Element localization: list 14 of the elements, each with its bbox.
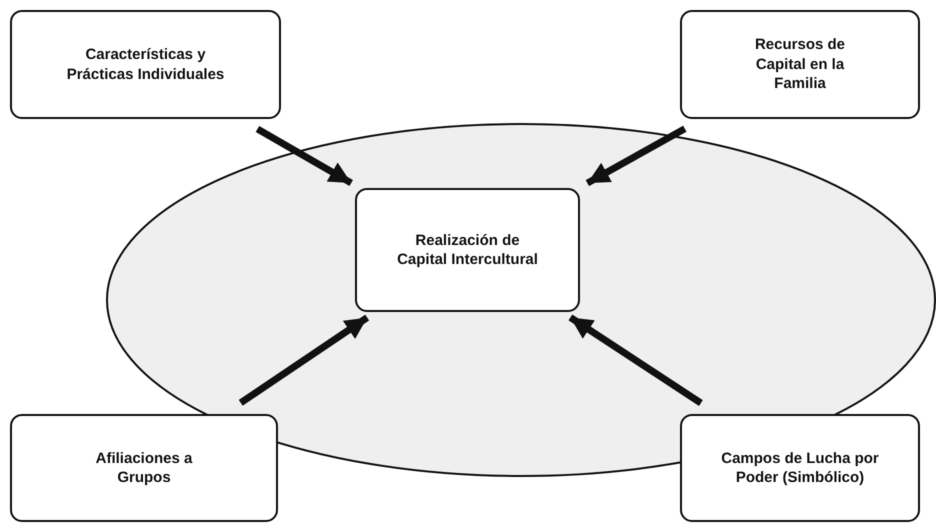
arrow: [586, 126, 687, 186]
arrow: [238, 314, 370, 406]
box-label: Características y Prácticas Individuales: [66, 45, 226, 84]
arrow: [256, 126, 353, 186]
box-label: Recursos de Capital en la Familia: [754, 35, 846, 94]
concept-box: [355, 188, 580, 312]
box-label: Campos de Lucha por Poder (Simbólico): [720, 448, 880, 488]
box-label: Afiliaciones a Grupos: [94, 448, 194, 488]
concept-box: [10, 10, 281, 119]
box-label: Realización de Capital Intercultural: [396, 230, 539, 270]
concept-box: [10, 414, 278, 522]
concept-box: [680, 10, 920, 119]
concept-box: [680, 414, 920, 522]
arrow: [568, 314, 703, 406]
